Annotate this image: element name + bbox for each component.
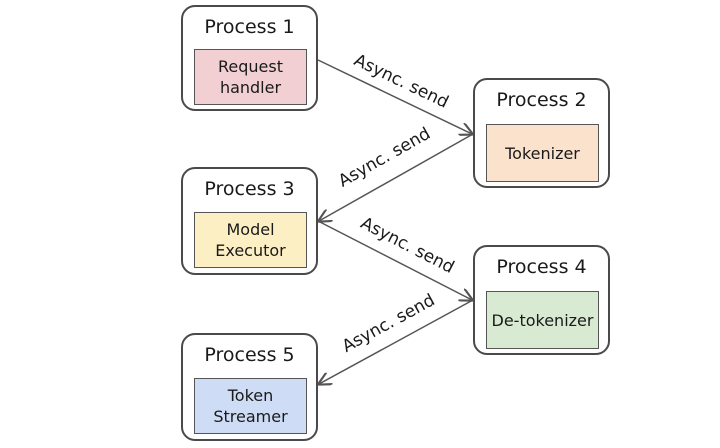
token-streamer-box: Token Streamer — [194, 378, 307, 434]
process-2-title: Process 2 — [496, 89, 587, 111]
tokenizer-box: Tokenizer — [486, 124, 599, 182]
edge-label-2-3: Async. send — [335, 124, 434, 192]
edge-arrow-2-3 — [319, 133, 474, 221]
edge-label-4-5: Async. send — [339, 290, 438, 357]
process-5-box: Process 5 Token Streamer — [181, 333, 318, 441]
edge-label-3-4: Async. send — [357, 213, 457, 278]
edge-label-1-2: Async. send — [351, 50, 452, 112]
edge-arrow-3-4 — [317, 220, 472, 300]
edge-arrow-4-5 — [319, 299, 474, 384]
process-4-title: Process 4 — [496, 256, 587, 278]
edge-arrow-1-2 — [317, 59, 472, 134]
process-3-title: Process 3 — [204, 178, 295, 200]
process-2-box: Process 2 Tokenizer — [473, 78, 610, 188]
model-executor-box: Model Executor — [194, 212, 307, 268]
process-3-box: Process 3 Model Executor — [181, 167, 318, 275]
process-1-box: Process 1 Request handler — [181, 5, 318, 111]
process-1-title: Process 1 — [204, 16, 295, 38]
request-handler-box: Request handler — [194, 49, 307, 105]
process-4-box: Process 4 De-tokenizer — [473, 245, 610, 355]
de-tokenizer-box: De-tokenizer — [486, 291, 599, 349]
process-5-title: Process 5 — [204, 344, 295, 366]
